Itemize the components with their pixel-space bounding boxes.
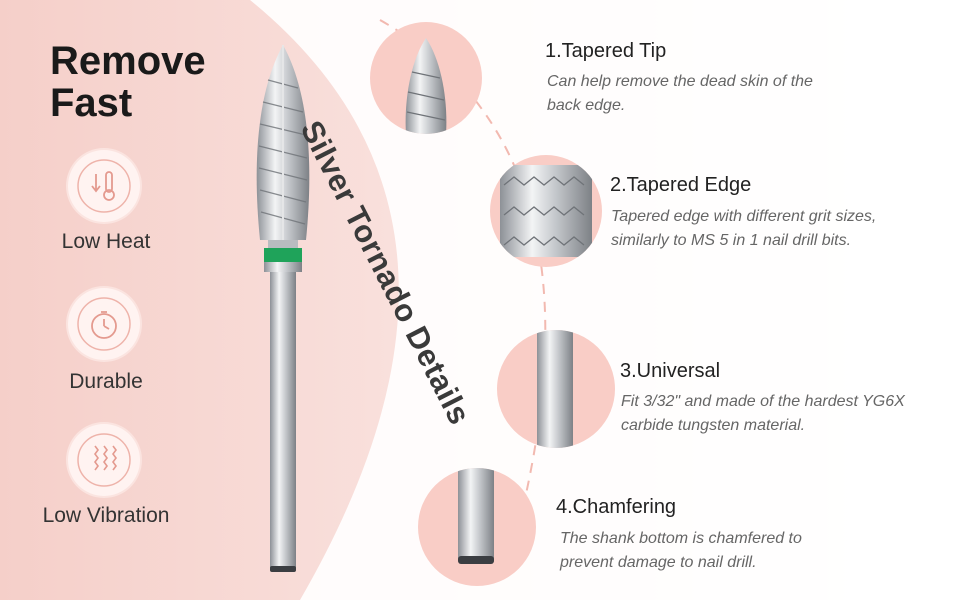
feature-3-title: 3.Universal <box>620 360 721 382</box>
feature-3-desc: Fit 3/32" and made of the hardest YG6X c… <box>621 393 905 434</box>
universal-shank-closeup <box>497 330 615 448</box>
low-vibration-badge <box>68 424 140 496</box>
durable-label: Durable <box>69 370 143 393</box>
stopwatch-icon <box>77 297 131 351</box>
zigzag-waves-icon <box>77 433 131 487</box>
durable-badge <box>68 288 140 360</box>
low-heat-label: Low Heat <box>61 230 151 253</box>
low-heat-badge <box>68 150 140 222</box>
feature-2-title: 2.Tapered Edge <box>610 174 752 196</box>
thermometer-down-icon <box>77 159 131 213</box>
headline: Remove Fast <box>50 39 206 125</box>
drill-bit-image <box>256 45 310 572</box>
feature-1-title: 1.Tapered Tip <box>545 40 667 62</box>
chamfered-shank-closeup <box>418 468 536 586</box>
tapered-edge-closeup <box>490 155 602 267</box>
tapered-tip-closeup <box>370 22 482 134</box>
feature-4-desc: The shank bottom is chamfered to prevent… <box>560 530 802 571</box>
feature-1-desc: Can help remove the dead skin of the bac… <box>547 73 813 114</box>
feature-2-desc: Tapered edge with different grit sizes, … <box>611 208 877 249</box>
feature-4-title: 4.Chamfering <box>556 496 677 518</box>
low-vibration-label: Low Vibration <box>42 504 170 527</box>
